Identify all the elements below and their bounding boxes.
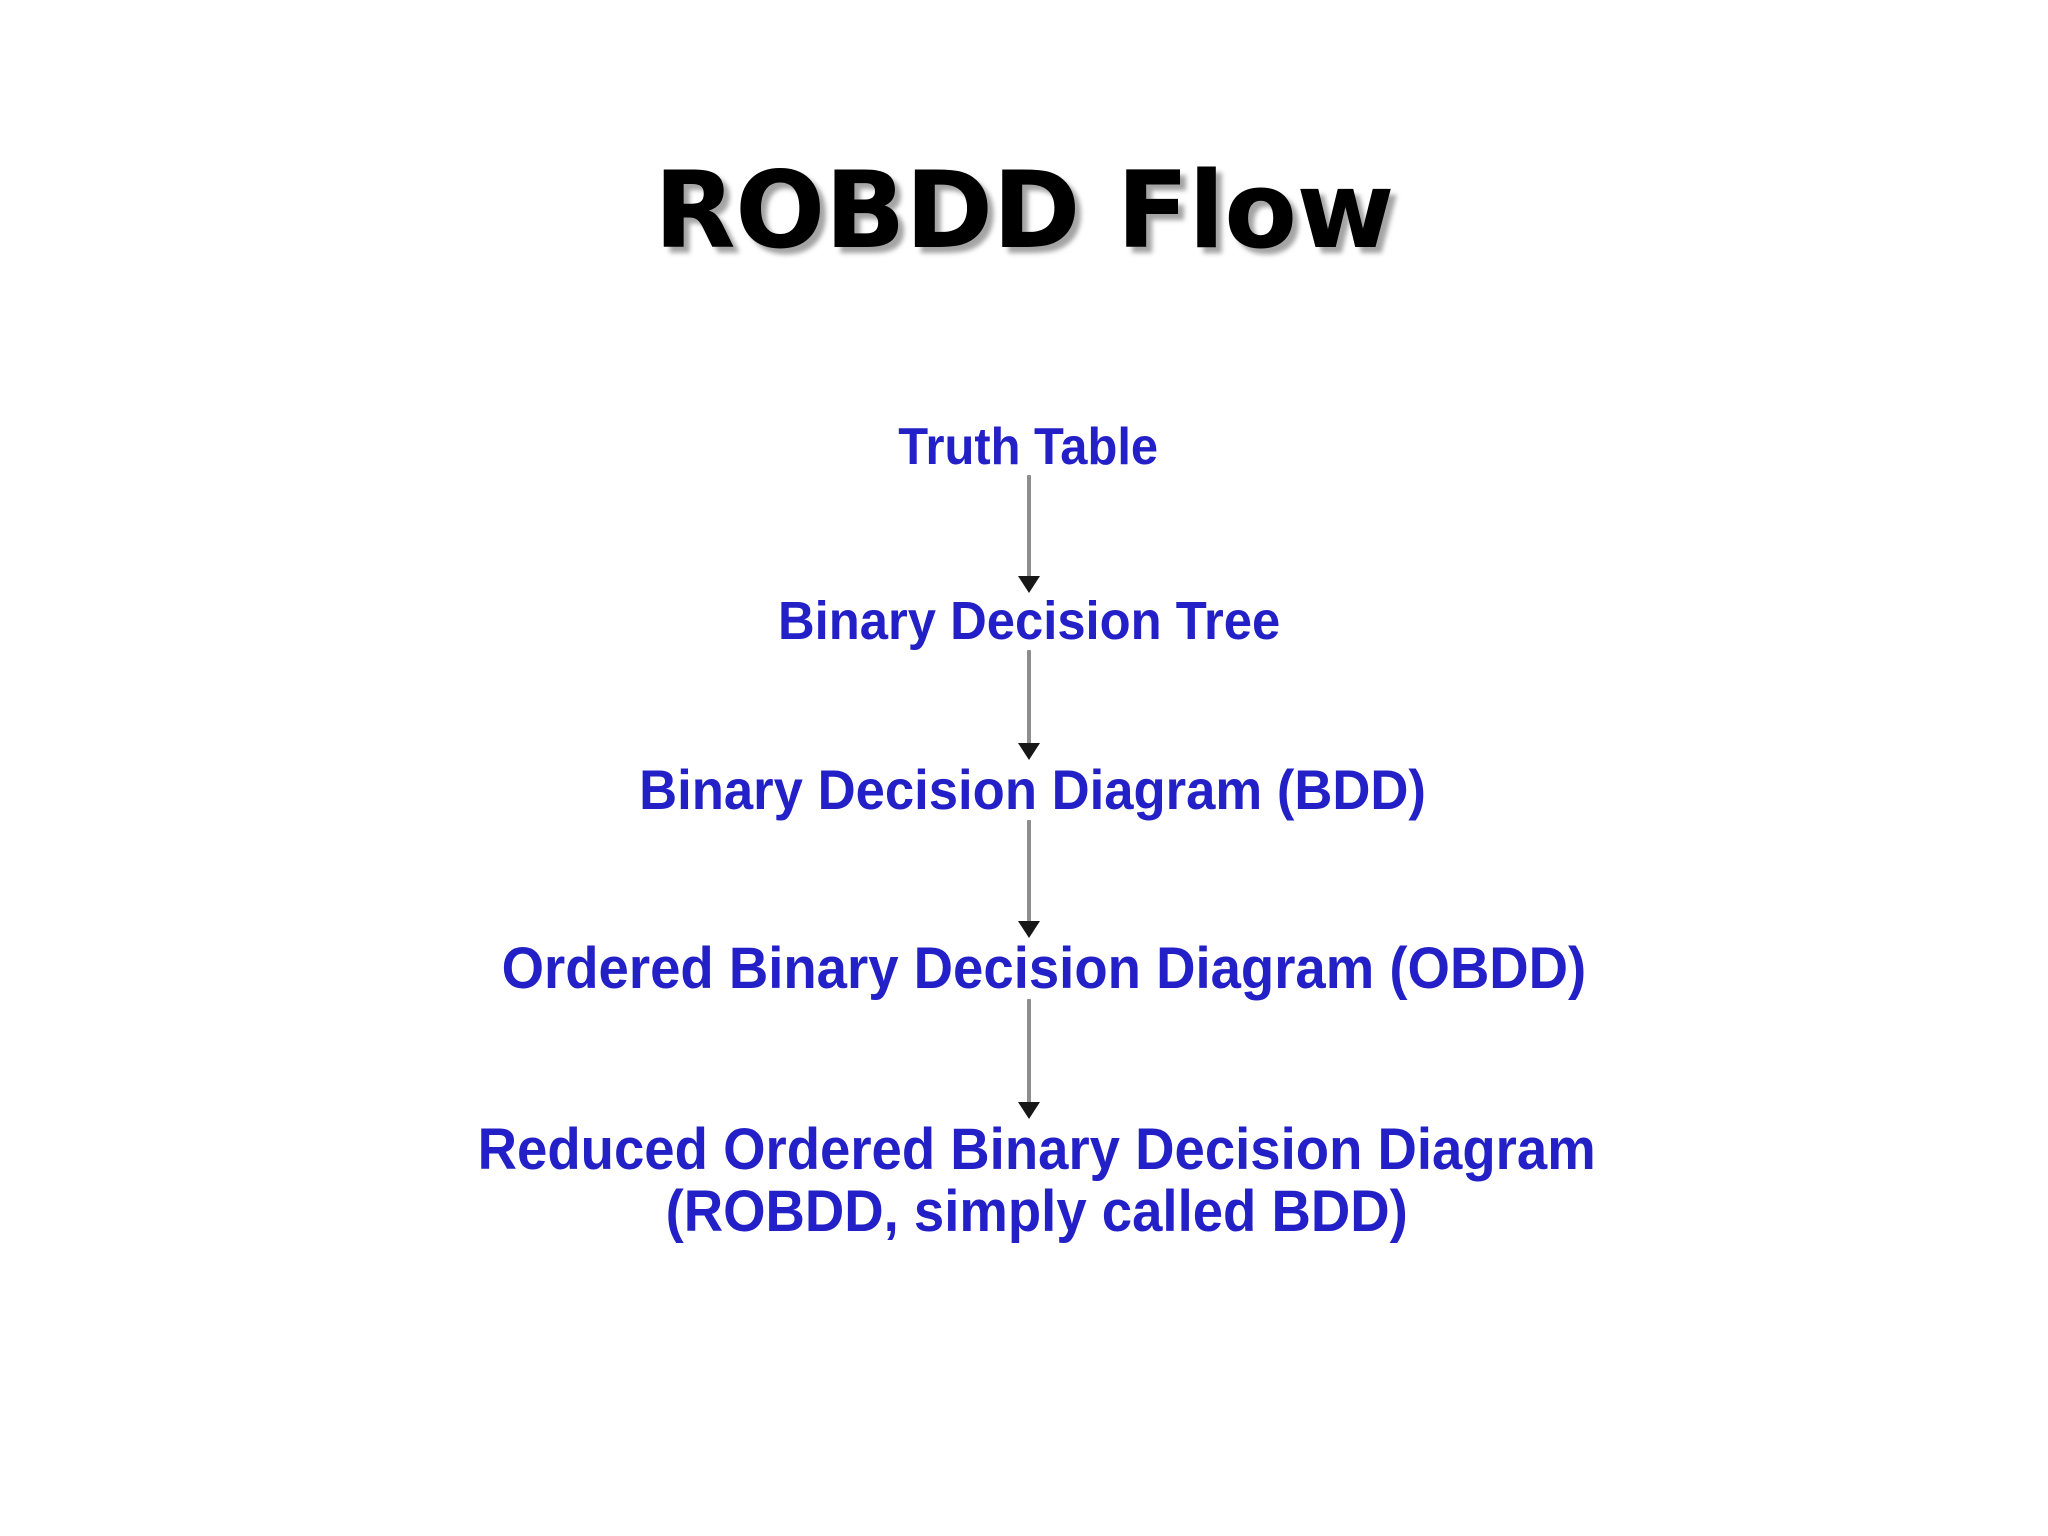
flow-node-robdd-line1: Reduced Ordered Binary Decision Diagram [477, 1117, 1597, 1183]
connector-line-icon [1027, 819, 1031, 924]
flow-connector-2 [1018, 650, 1040, 761]
flow-node-robdd: Reduced Ordered Binary Decision Diagram … [478, 1119, 1596, 1242]
flow-connector-3 [1018, 819, 1040, 938]
flow-node-robdd-line2: (ROBDD, simply called BDD) [665, 1178, 1409, 1244]
flow-connector-1 [1018, 475, 1040, 594]
flow-node-binary-decision-tree: Binary Decision Tree [777, 591, 1281, 652]
down-arrow-icon [1018, 743, 1040, 761]
connector-line-icon [1027, 999, 1031, 1106]
flow-node-obdd: Ordered Binary Decision Diagram (OBDD) [501, 935, 1587, 1001]
robdd-flow-diagram: Truth Table Binary Decision Tree Binary … [0, 418, 2048, 1242]
connector-line-icon [1027, 475, 1031, 580]
flow-connector-4 [1018, 999, 1040, 1120]
flow-node-truth-table: Truth Table [898, 418, 1158, 476]
page-title: ROBDD Flow [654, 149, 1394, 272]
flow-node-bdd: Binary Decision Diagram (BDD) [639, 758, 1427, 822]
down-arrow-icon [1018, 920, 1040, 938]
down-arrow-icon [1018, 576, 1040, 594]
connector-line-icon [1027, 650, 1031, 747]
down-arrow-icon [1018, 1102, 1040, 1120]
